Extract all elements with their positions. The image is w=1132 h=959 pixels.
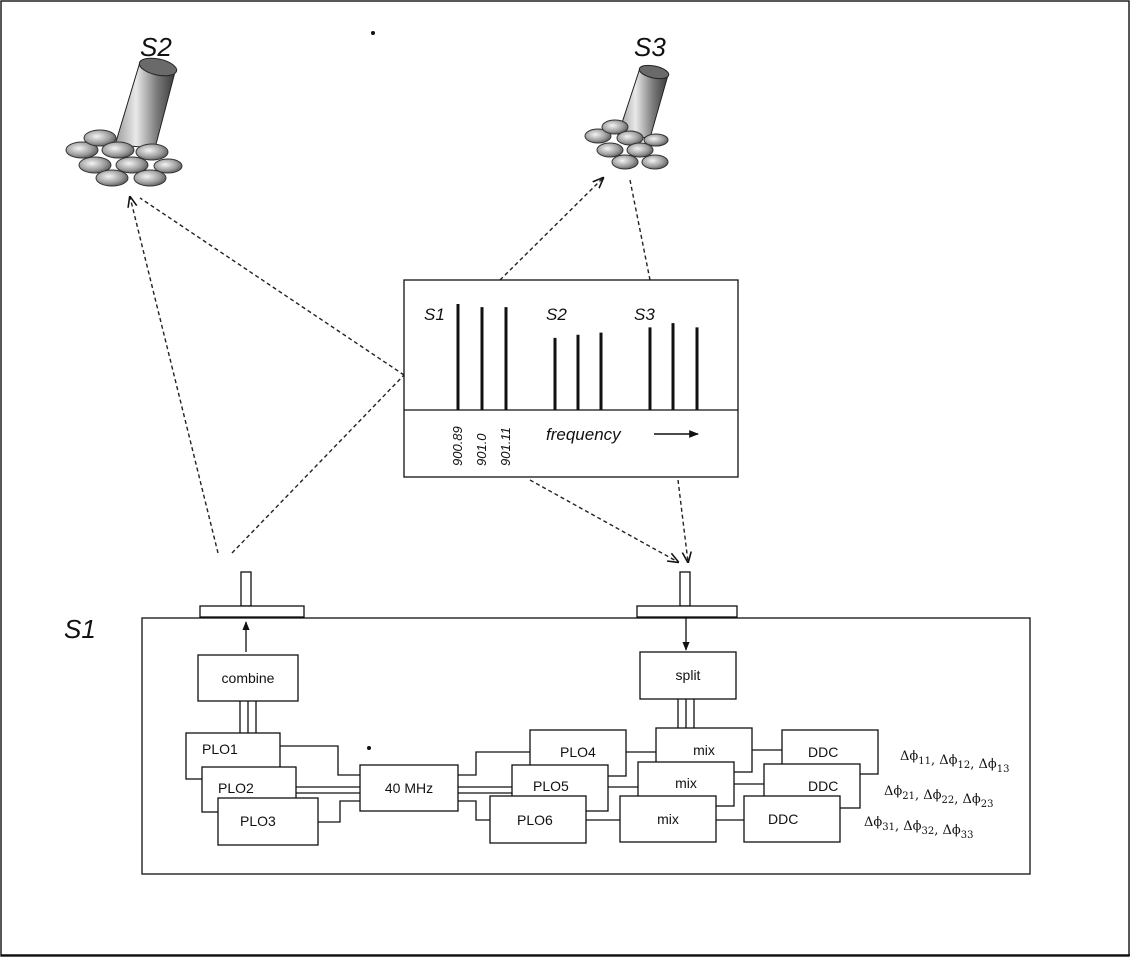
plo6-label: PLO6 [517, 812, 553, 828]
spectrum-group-label-s2: S2 [546, 305, 567, 324]
spectrum-tick-901-11: 901.11 [498, 427, 513, 466]
ddc-1-label: DDC [808, 744, 838, 760]
plo5-label: PLO5 [533, 778, 569, 794]
mixer-2-label: mix [675, 775, 697, 791]
phase-output-1: Δϕ11, Δϕ12, Δϕ13 [900, 749, 1009, 775]
mixer-3-label: mix [657, 811, 679, 827]
mixer-3-block [619, 795, 717, 843]
oscillator-40mhz-block [359, 764, 459, 812]
spectrum-lines [456, 304, 699, 410]
split-label: split [676, 667, 701, 683]
satellite-s3-icon [584, 64, 670, 170]
uplink-to-s2-line [130, 197, 219, 554]
spectrum-group-label-s1: S1 [424, 305, 445, 324]
ddc-3-label: DDC [768, 811, 798, 827]
spectrum-panel [403, 279, 739, 478]
spectrum-tick-901-0: 901.0 [474, 433, 489, 466]
tx-antenna-icon [199, 571, 305, 618]
plo6-block [489, 795, 587, 844]
link-spectrum-to-s3 [499, 178, 603, 281]
plo3-label: PLO3 [240, 813, 276, 829]
phase-output-2: Δϕ21, Δϕ22, Δϕ23 [884, 784, 993, 810]
rx-antenna-icon [636, 571, 738, 618]
ddc-3-block [743, 795, 841, 843]
ddc-2-label: DDC [808, 778, 838, 794]
phase-output-3: Δϕ31, Δϕ32, Δϕ33 [864, 815, 973, 841]
station-s1-label: S1 [64, 614, 96, 644]
spectrum-group-label-s3: S3 [634, 305, 655, 324]
link-to-receiver-2 [677, 479, 688, 562]
link-spectrum-to-s1 [231, 374, 405, 554]
split-block [639, 651, 737, 700]
speck-dot [371, 31, 375, 35]
combine-label: combine [222, 670, 275, 686]
plo2-label: PLO2 [218, 780, 254, 796]
plo4-label: PLO4 [560, 744, 596, 760]
frequency-axis-label: frequency [546, 425, 622, 444]
downlink-from-s3-line [629, 179, 651, 281]
spectrum-tick-900-89: 900.89 [450, 426, 465, 466]
mixer-1-label: mix [693, 742, 715, 758]
satellite-s3-label: S3 [634, 32, 666, 62]
plo1-label: PLO1 [202, 741, 238, 757]
satellite-s2-label: S2 [140, 32, 172, 62]
satellite-s2-icon [65, 57, 183, 187]
link-to-receiver-1 [529, 479, 678, 562]
link-spectrum-to-s2 [139, 197, 405, 376]
plo3-block [217, 797, 319, 846]
combine-block [197, 654, 299, 702]
oscillator-label: 40 MHz [385, 780, 433, 796]
